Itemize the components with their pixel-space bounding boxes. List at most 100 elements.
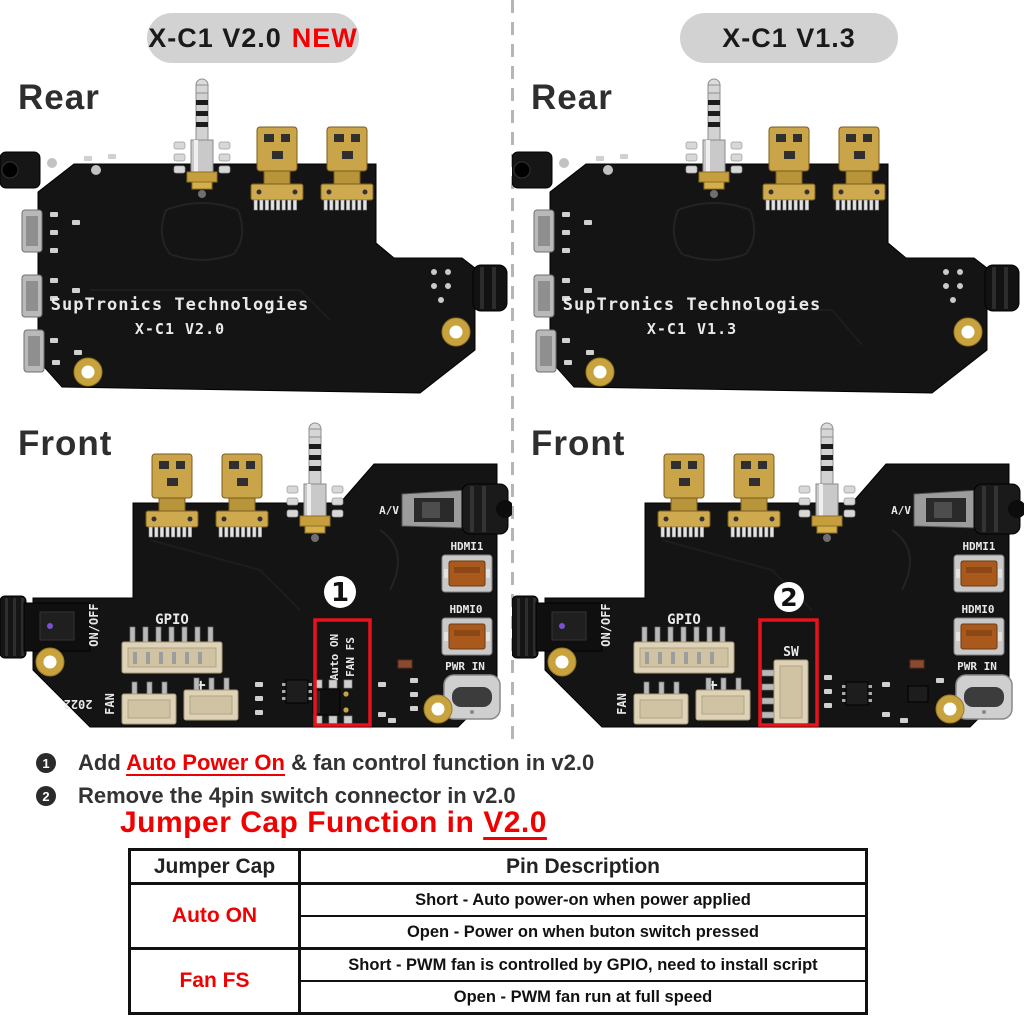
mount-hole [73, 357, 103, 387]
silkscreen-brand: SupTronics Technologies [563, 295, 821, 315]
year-silkscreen: 2022 [64, 697, 93, 711]
pwr-in-label: PWR IN [445, 660, 485, 673]
hdmi1-port [441, 554, 493, 593]
micro-hdmi-male [250, 126, 304, 211]
callout-number-2: 2 [780, 583, 797, 612]
pad-cluster [943, 269, 963, 303]
desc-fan-fs-open: Open - PWM fan run at full speed [453, 987, 713, 1006]
hdmi1-label: HDMI1 [962, 540, 995, 553]
hdmi1-port [953, 554, 1005, 593]
col-header-jumper-cap: Jumper Cap [131, 851, 301, 882]
table-row-auto-on: Auto ON Short - Auto power-on when power… [131, 885, 865, 950]
note-1-text: Add Auto Power On & fan control function… [78, 750, 595, 775]
fan-label: FAN [103, 693, 117, 715]
mount-hole [547, 647, 577, 677]
micro-hdmi-male [657, 453, 711, 538]
edge-socket [23, 329, 45, 373]
edge-socket [21, 274, 43, 318]
note-2-bullet: 2 [36, 786, 56, 806]
table-row-fan-fs: Fan FS Short - PWM fan is controlled by … [131, 950, 865, 1012]
board-rear-v13: SupTronics Technologies X-C1 V1.3 [512, 78, 1020, 394]
pwr-in-port [955, 674, 1013, 720]
gpio-label: GPIO [155, 612, 189, 628]
note-1-highlight: Auto Power On [126, 750, 285, 775]
col-header-pin-description: Pin Description [505, 854, 661, 878]
board-front-v2: A/V HDMI1 HDMI0 PWR IN ON/OFF GPIO + FAN… [0, 422, 512, 728]
highlight-box-sw [758, 618, 819, 727]
micro-hdmi-male [215, 453, 269, 538]
av-label: A/V [379, 504, 399, 517]
highlight-box-jumper [313, 618, 372, 727]
sw-silkscreen: SW [783, 645, 799, 660]
smd-components [824, 659, 944, 723]
callout-circle-2 [774, 582, 804, 612]
plus-mark: + [708, 675, 718, 694]
silkscreen-model: X-C1 V2.0 [135, 320, 225, 338]
badge-v13-title: X-C1 V1.3 [722, 22, 856, 53]
note-1-bullet: 1 [36, 753, 56, 773]
screw [559, 158, 569, 168]
pcb-outline [37, 163, 476, 394]
micro-hdmi-male [832, 126, 886, 211]
front-label-right: Front [531, 424, 626, 463]
hdmi0-label: HDMI0 [961, 603, 994, 616]
pad-cluster [431, 269, 451, 303]
fan-label: FAN [615, 693, 629, 715]
callout-number-1: 1 [331, 578, 349, 608]
desc-fan-fs-short: Short - PWM fan is controlled by GPIO, n… [301, 950, 865, 982]
mount-hole [953, 317, 983, 347]
badge-v2-title: X-C1 V2.0 [148, 22, 282, 53]
rear-label-left: Rear [18, 78, 100, 117]
jumper-table: Jumper Cap Pin Description Auto ON Short… [128, 848, 868, 1015]
hdmi1-label: HDMI1 [450, 540, 483, 553]
micro-hdmi-male [145, 453, 199, 538]
mount-hole [935, 694, 965, 724]
av-label: A/V [891, 504, 911, 517]
mount-hole [585, 357, 615, 387]
edge-socket [533, 274, 555, 318]
pwr-in-label: PWR IN [957, 660, 997, 673]
gpio-label: GPIO [667, 612, 701, 628]
mount-hole [35, 647, 65, 677]
silkscreen-model: X-C1 V1.3 [647, 320, 737, 338]
front-label-left: Front [18, 424, 113, 463]
plus-mark: + [196, 675, 206, 694]
on-off-label: ON/OFF [87, 603, 101, 646]
pwr-in-port [443, 674, 501, 720]
fan-fs-silkscreen: FAN FS [344, 637, 357, 677]
table-title-version: V2.0 [483, 806, 547, 839]
badge-v2-new-tag: NEW [291, 22, 358, 53]
table-header-row: Jumper Cap Pin Description [131, 851, 865, 885]
screw [91, 165, 101, 175]
edge-socket [535, 329, 557, 373]
mount-hole [441, 317, 471, 347]
av-jack-side [984, 264, 1020, 312]
callout-circle-1 [324, 576, 356, 608]
smd-components [255, 659, 418, 723]
edge-socket [21, 209, 43, 253]
auto-on-silkscreen: Auto ON [328, 634, 341, 680]
micro-hdmi-male [320, 126, 374, 211]
audio-jack-rear [512, 151, 553, 189]
badge-v2: X-C1 V2.0 NEW [147, 13, 359, 63]
cap-name-auto-on: Auto ON [131, 885, 301, 947]
note-2: 2 Remove the 4pin switch connector in v2… [36, 783, 516, 809]
desc-auto-on-open: Open - Power on when buton switch presse… [406, 922, 760, 941]
hdmi0-port [441, 617, 493, 656]
desc-auto-on-short: Short - Auto power-on when power applied [301, 885, 865, 917]
rear-label-right: Rear [531, 78, 613, 117]
screw [47, 158, 57, 168]
on-off-label: ON/OFF [599, 603, 613, 646]
mount-hole [423, 694, 453, 724]
edge-socket [533, 209, 555, 253]
table-title: Jumper Cap Function in V2.0 [120, 806, 547, 839]
note-1: 1 Add Auto Power On & fan control functi… [36, 750, 594, 776]
note-2-text: Remove the 4pin switch connector in v2.0 [78, 783, 516, 808]
silkscreen-brand: SupTronics Technologies [51, 295, 309, 315]
av-jack-side [472, 264, 508, 312]
badge-v13: X-C1 V1.3 [680, 13, 898, 63]
micro-hdmi-male [727, 453, 781, 538]
audio-jack-rear [0, 151, 41, 189]
screw [603, 165, 613, 175]
